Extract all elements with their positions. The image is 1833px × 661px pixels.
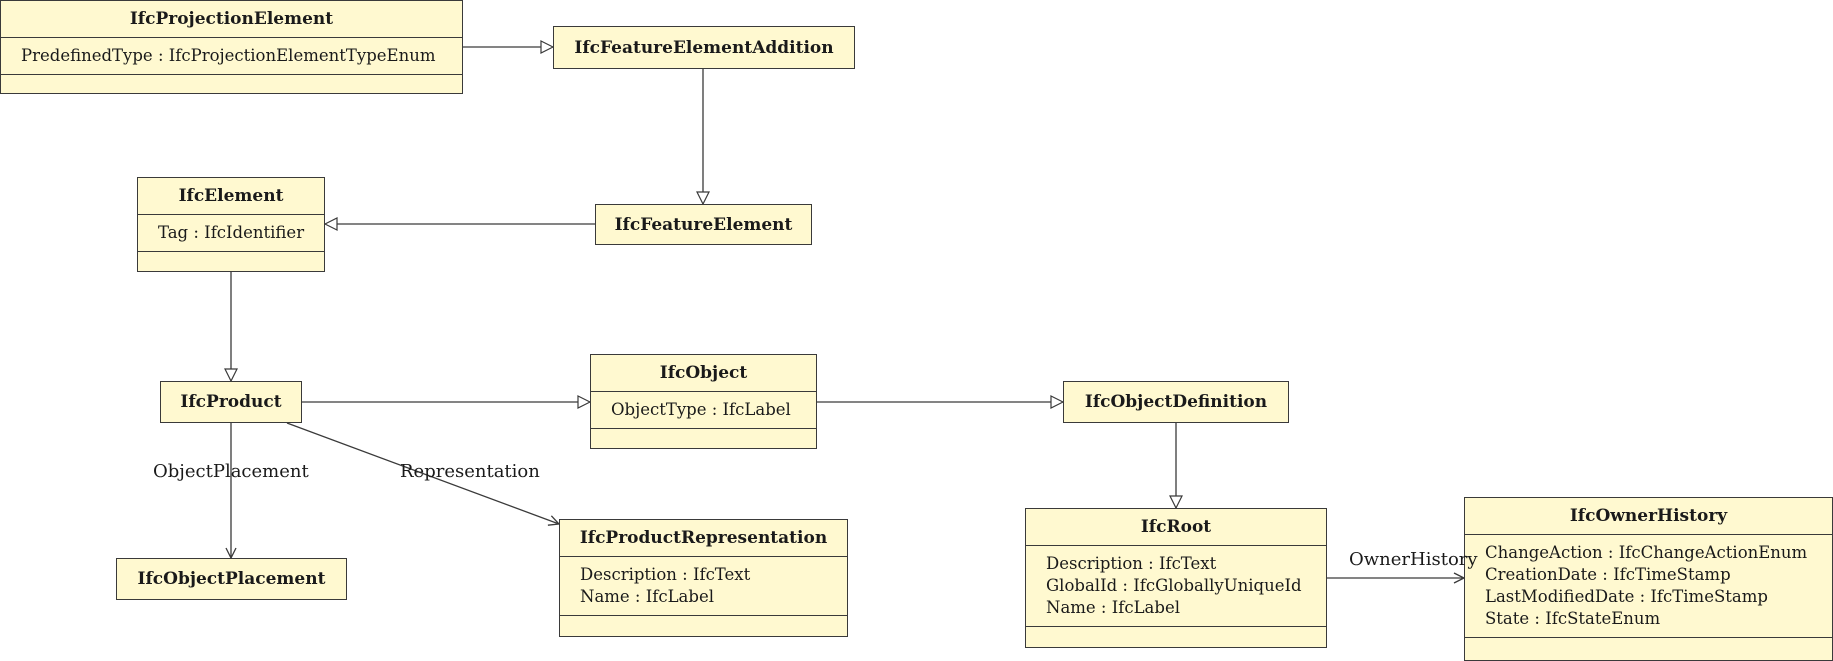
class-attributes: Tag : IfcIdentifier [138, 214, 324, 251]
attribute: LastModifiedDate : IfcTimeStamp [1485, 587, 1768, 606]
class-ifc-object-placement[interactable]: IfcObjectPlacement [116, 558, 347, 600]
class-operations [1465, 637, 1832, 656]
class-attributes: PredefinedType : IfcProjectionElementTyp… [1, 37, 462, 74]
class-attributes: Description : IfcText Name : IfcLabel [560, 556, 847, 615]
class-name: IfcProjectionElement [129, 9, 334, 29]
class-operations [1, 74, 462, 93]
class-attributes: ChangeAction : IfcChangeActionEnum Creat… [1465, 534, 1832, 637]
attribute: ObjectType : IfcLabel [611, 400, 791, 419]
class-name: IfcProduct [180, 392, 282, 412]
class-ifc-element[interactable]: IfcElement Tag : IfcIdentifier [137, 177, 325, 272]
class-name: IfcElement [178, 186, 284, 206]
class-name: IfcObjectPlacement [137, 569, 326, 589]
class-name: IfcObject [659, 363, 748, 383]
attribute: CreationDate : IfcTimeStamp [1485, 565, 1731, 584]
class-ifc-object[interactable]: IfcObject ObjectType : IfcLabel [590, 354, 817, 449]
class-ifc-product-representation[interactable]: IfcProductRepresentation Description : I… [559, 519, 848, 637]
attribute: Name : IfcLabel [580, 587, 714, 606]
class-name: IfcFeatureElement [614, 214, 793, 235]
class-operations [138, 251, 324, 270]
attribute: PredefinedType : IfcProjectionElementTyp… [21, 46, 436, 65]
class-ifc-product[interactable]: IfcProduct [160, 381, 302, 423]
class-name: IfcOwnerHistory [1569, 506, 1728, 526]
class-ifc-projection-element[interactable]: IfcProjectionElement PredefinedType : If… [0, 0, 463, 94]
attribute: Description : IfcText [580, 565, 751, 584]
class-name: IfcObjectDefinition [1084, 392, 1268, 412]
class-name: IfcProductRepresentation [579, 528, 828, 548]
attribute: ChangeAction : IfcChangeActionEnum [1485, 543, 1808, 562]
attribute: Description : IfcText [1046, 554, 1217, 573]
association-label-object-placement: ObjectPlacement [153, 461, 309, 482]
association-label-owner-history: OwnerHistory [1349, 549, 1478, 570]
association-label-representation: Representation [400, 461, 540, 482]
class-operations [591, 428, 816, 447]
class-name: IfcRoot [1140, 517, 1212, 537]
class-ifc-feature-element-addition[interactable]: IfcFeatureElementAddition [553, 26, 855, 69]
class-ifc-root[interactable]: IfcRoot Description : IfcText GlobalId :… [1025, 508, 1327, 648]
class-ifc-owner-history[interactable]: IfcOwnerHistory ChangeAction : IfcChange… [1464, 497, 1833, 661]
association-representation [286, 422, 559, 524]
class-ifc-object-definition[interactable]: IfcObjectDefinition [1063, 381, 1289, 423]
class-operations [1026, 626, 1326, 645]
class-operations [560, 615, 847, 634]
attribute: State : IfcStateEnum [1485, 609, 1661, 628]
class-ifc-feature-element[interactable]: IfcFeatureElement [595, 204, 812, 245]
attribute: Name : IfcLabel [1046, 598, 1180, 617]
attribute: GlobalId : IfcGloballyUniqueId [1046, 576, 1302, 595]
class-attributes: ObjectType : IfcLabel [591, 391, 816, 428]
class-name: IfcFeatureElementAddition [574, 37, 834, 58]
attribute: Tag : IfcIdentifier [158, 223, 305, 242]
class-attributes: Description : IfcText GlobalId : IfcGlob… [1026, 545, 1326, 626]
